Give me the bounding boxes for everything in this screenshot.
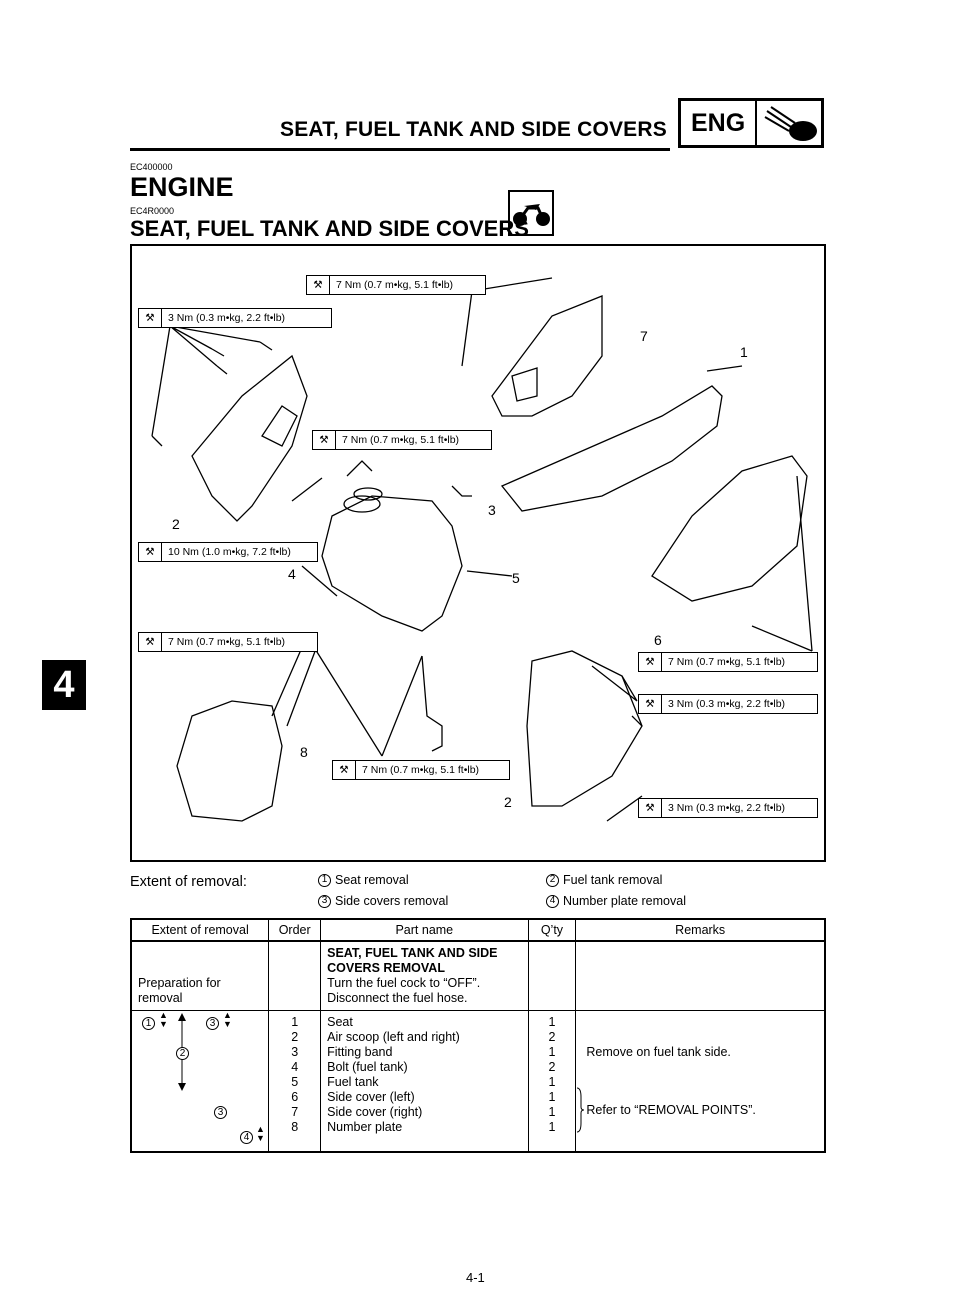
part-callout: 3 (488, 502, 496, 518)
exploded-diagram: ⚒ 7 Nm (0.7 m•kg, 5.1 ft•lb) ⚒ 3 Nm (0.3… (130, 244, 826, 862)
section-tab-label: ENG (691, 109, 746, 137)
torque-spec: ⚒ 7 Nm (0.7 m•kg, 5.1 ft•lb) (312, 430, 492, 450)
motorcycle-icon (508, 190, 554, 236)
parts-table: Extent of removal Order Part name Q’ty R… (130, 918, 826, 1153)
extent-label: Extent of removal: (130, 874, 247, 890)
torque-wrench-icon: ⚒ (333, 761, 356, 779)
section-heading: SEAT, FUEL TANK AND SIDE COVERS (130, 216, 529, 241)
part-callout: 6 (654, 632, 662, 648)
remark-brace (577, 1087, 585, 1133)
part-callout: 5 (512, 570, 520, 586)
page-number: 4-1 (466, 1270, 485, 1285)
table-row-prep: Preparation for removal SEAT, FUEL TANK … (131, 941, 825, 1011)
torque-spec: ⚒ 10 Nm (1.0 m•kg, 7.2 ft•lb) (138, 542, 318, 562)
part-callout: 1 (740, 344, 748, 360)
table-row-parts: 1 ▲▼ 3 ▲▼ 2 3 4 ▲▼ 1 2 3 4 5 6 7 (131, 1010, 825, 1152)
remark-fuel-tank-side: Remove on fuel tank side. (586, 1045, 731, 1059)
torque-spec: ⚒ 3 Nm (0.3 m•kg, 2.2 ft•lb) (638, 694, 818, 714)
section-tab: ENG (678, 98, 824, 148)
seat (500, 385, 723, 512)
torque-wrench-icon: ⚒ (139, 633, 162, 651)
col-qty: Q’ty (527, 919, 576, 942)
air-scoop-left (191, 354, 308, 522)
part-callout: 7 (640, 328, 648, 344)
part-callout: 8 (300, 744, 308, 760)
col-order: Order (268, 919, 321, 942)
remark-removal-points: Refer to “REMOVAL POINTS”. (586, 1103, 756, 1117)
header-title: SEAT, FUEL TANK AND SIDE COVERS (280, 118, 667, 141)
torque-spec: ⚒ 3 Nm (0.3 m•kg, 2.2 ft•lb) (138, 308, 332, 328)
torque-wrench-icon: ⚒ (139, 543, 162, 561)
engine-tool-icon (764, 106, 817, 141)
parts-illustration (151, 277, 813, 822)
fuel-tank (321, 495, 463, 632)
header-rule (130, 148, 670, 151)
table-header-row: Extent of removal Order Part name Q’ty R… (131, 919, 825, 942)
side-cover-left (651, 455, 808, 602)
torque-wrench-icon: ⚒ (639, 695, 662, 713)
torque-spec: ⚒ 7 Nm (0.7 m•kg, 5.1 ft•lb) (306, 275, 486, 295)
torque-spec: ⚒ 7 Nm (0.7 m•kg, 5.1 ft•lb) (332, 760, 510, 780)
torque-wrench-icon: ⚒ (307, 276, 330, 294)
side-cover-right (526, 650, 643, 807)
air-scoop-right (491, 295, 603, 417)
chapter-heading: ENGINE (130, 172, 234, 202)
torque-wrench-icon: ⚒ (639, 799, 662, 817)
torque-spec: ⚒ 7 Nm (0.7 m•kg, 5.1 ft•lb) (138, 632, 318, 652)
torque-wrench-icon: ⚒ (313, 431, 336, 449)
part-callout: 2 (172, 516, 180, 532)
part-callout: 4 (288, 566, 296, 582)
torque-spec: ⚒ 3 Nm (0.3 m•kg, 2.2 ft•lb) (638, 798, 818, 818)
torque-wrench-icon: ⚒ (639, 653, 662, 671)
col-part-name: Part name (320, 919, 528, 942)
section-code: EC4R0000 (130, 206, 175, 216)
torque-wrench-icon: ⚒ (139, 309, 162, 327)
engine-code: EC400000 (130, 162, 173, 172)
chapter-tab: 4 (42, 660, 86, 710)
number-plate (176, 700, 283, 822)
col-remarks: Remarks (575, 919, 825, 942)
torque-spec: ⚒ 7 Nm (0.7 m•kg, 5.1 ft•lb) (638, 652, 818, 672)
part-callout: 2 (504, 794, 512, 810)
col-extent: Extent of removal (131, 919, 269, 942)
